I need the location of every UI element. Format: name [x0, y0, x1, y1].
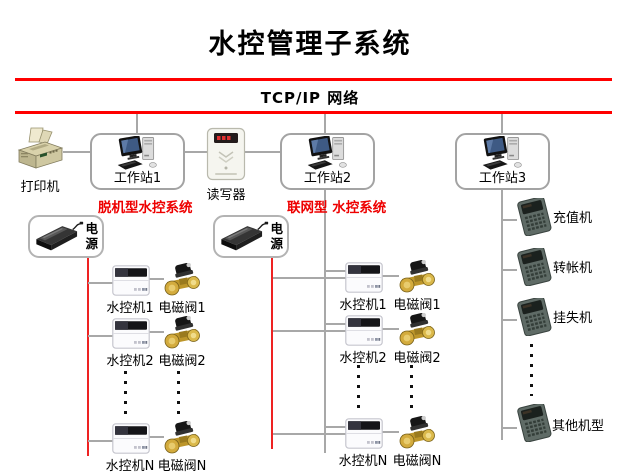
power-connector-line	[273, 277, 346, 279]
water-machine-icon	[345, 418, 383, 449]
solenoid-valve-icon	[398, 313, 436, 347]
ws2-drop-line	[324, 114, 326, 133]
network-rule-bottom	[15, 111, 612, 114]
computer-icon	[114, 136, 162, 172]
solenoid-valve-label: 电磁阀1	[158, 301, 206, 316]
water-machine-label: 水控机1	[339, 298, 387, 313]
reader-ws2-connector	[245, 151, 280, 153]
online-power-bus-line	[271, 257, 273, 449]
transfer-machine-icon	[513, 248, 555, 286]
water-machine-label: 水控机2	[339, 351, 387, 366]
ws3-drop-line	[501, 114, 503, 133]
solenoid-valve-icon	[398, 260, 436, 294]
solenoid-valve-label: 电磁阀N	[157, 459, 207, 472]
online-system-label: 联网型 水控系统	[287, 200, 387, 216]
solenoid-valve-label: 电磁阀N	[392, 454, 442, 469]
recharge-machine-label: 充值机	[553, 211, 593, 226]
offline-power-label: 电源	[85, 221, 99, 251]
ws1-drop-line	[136, 114, 138, 133]
water-machine-icon	[345, 262, 383, 293]
transfer-machine-label: 转帐机	[553, 261, 593, 276]
solenoid-valve-icon	[163, 421, 201, 455]
power-adapter-icon	[32, 219, 84, 254]
ellipsis-dots	[124, 371, 127, 421]
power-connector-line	[88, 440, 113, 442]
valve-connector-line	[382, 431, 399, 433]
solenoid-valve-label: 电磁阀2	[393, 351, 441, 366]
loss-report-machine-icon	[513, 298, 555, 336]
water-machine-icon	[112, 318, 150, 349]
online-power-supply-box: 电源	[213, 215, 289, 258]
ws1-reader-connector	[185, 151, 207, 153]
terminal-connector-line	[502, 219, 517, 221]
ellipsis-dots	[177, 371, 180, 421]
printer-icon	[16, 127, 66, 174]
terminal-data-bus-line	[501, 190, 503, 440]
workstation-1-label: 工作站1	[113, 170, 162, 186]
other-machine-label: 其他机型	[552, 419, 605, 434]
data-connector-line	[326, 426, 346, 428]
solenoid-valve-label: 电磁阀2	[158, 354, 206, 369]
water-machine-label: 水控机N	[338, 454, 388, 469]
water-machine-icon	[112, 423, 150, 454]
data-connector-line	[326, 323, 346, 325]
data-connector-line	[326, 270, 346, 272]
ellipsis-dots	[530, 344, 533, 396]
network-rule-top	[15, 78, 612, 81]
solenoid-valve-icon	[163, 263, 201, 297]
workstation-2-box: 工作站2	[280, 133, 375, 190]
recharge-machine-icon	[513, 198, 555, 236]
computer-icon	[304, 136, 352, 172]
valve-connector-line	[382, 328, 399, 330]
water-machine-label: 水控机1	[106, 301, 154, 316]
printer-ws1-connector	[63, 151, 90, 153]
terminal-connector-line	[502, 427, 517, 429]
network-label: TCP/IP 网络	[260, 89, 360, 107]
power-connector-line	[88, 335, 113, 337]
computer-icon	[479, 136, 527, 172]
workstation-1-box: 工作站1	[90, 133, 185, 190]
water-machine-label: 水控机2	[106, 354, 154, 369]
valve-connector-line	[148, 436, 164, 438]
offline-power-bus-line	[87, 257, 89, 456]
terminal-connector-line	[502, 319, 517, 321]
solenoid-valve-label: 电磁阀1	[393, 298, 441, 313]
offline-power-supply-box: 电源	[28, 215, 104, 258]
printer-label: 打印机	[20, 180, 60, 195]
power-connector-line	[88, 282, 113, 284]
workstation-3-box: 工作站3	[455, 133, 550, 190]
online-data-bus-line	[324, 190, 326, 453]
terminal-connector-line	[502, 269, 517, 271]
online-power-label: 电源	[270, 221, 284, 251]
loss-report-machine-label: 挂失机	[553, 311, 593, 326]
valve-connector-line	[148, 331, 164, 333]
valve-connector-line	[148, 278, 164, 280]
power-connector-line	[273, 330, 346, 332]
workstation-3-label: 工作站3	[478, 170, 527, 186]
card-reader-icon	[206, 127, 246, 181]
offline-system-label: 脱机型水控系统	[98, 200, 193, 216]
water-machine-label: 水控机N	[105, 459, 155, 472]
power-connector-line	[273, 433, 346, 435]
page-title: 水控管理子系统	[208, 29, 412, 60]
card-reader-label: 读写器	[206, 188, 246, 203]
water-machine-icon	[112, 265, 150, 296]
other-machine-icon	[513, 404, 555, 442]
workstation-2-label: 工作站2	[303, 170, 352, 186]
water-machine-icon	[345, 315, 383, 346]
power-adapter-icon	[217, 219, 269, 254]
ellipsis-dots	[357, 365, 360, 413]
ellipsis-dots	[410, 365, 413, 413]
solenoid-valve-icon	[398, 416, 436, 450]
valve-connector-line	[382, 275, 399, 277]
solenoid-valve-icon	[163, 316, 201, 350]
